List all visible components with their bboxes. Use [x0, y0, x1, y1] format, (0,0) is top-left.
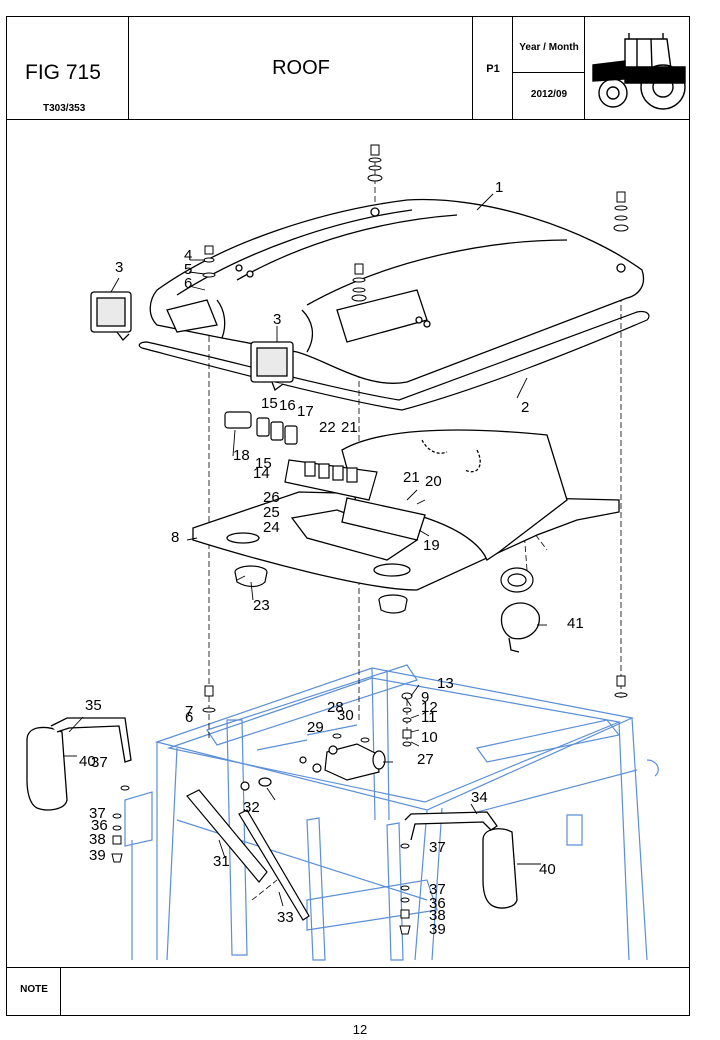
hardware-stacks: [111, 692, 413, 935]
tractor-icon: [592, 33, 686, 110]
callout-34: 34: [471, 789, 488, 806]
callout-4: 4: [184, 247, 192, 264]
fasteners: [202, 144, 629, 713]
callout-9: 9: [421, 689, 429, 706]
callout-11: 11: [421, 709, 437, 726]
callout-2: 2: [521, 399, 529, 416]
callout-15: 15: [255, 455, 272, 472]
callout-14: 14: [253, 465, 270, 482]
callout-30: 30: [337, 707, 354, 724]
callout-37: 37: [89, 805, 106, 822]
callout-29: 29: [307, 719, 324, 736]
note-label-cell: NOTE: [7, 968, 61, 1015]
callout-38: 38: [429, 907, 446, 924]
callout-32: 32: [243, 799, 260, 816]
callout-21: 21: [403, 469, 420, 486]
callout-1: 1: [495, 179, 503, 196]
callout-37: 37: [429, 839, 446, 856]
page-title: ROOF: [272, 57, 330, 79]
note-label: NOTE: [20, 984, 48, 995]
mirror-right: [404, 811, 518, 909]
fig-label: FIG 715: [25, 61, 101, 84]
callout-21: 21: [341, 419, 358, 436]
callout-37: 37: [429, 881, 446, 898]
callout-8: 8: [171, 529, 179, 546]
callout-37: 37: [91, 754, 108, 771]
cab-frame: [124, 664, 659, 961]
callout-28: 28: [327, 699, 344, 716]
callout-38: 38: [89, 831, 106, 848]
callout-6: 6: [185, 709, 193, 726]
callout-13: 13: [437, 675, 454, 692]
callout-7: 7: [185, 703, 193, 720]
callout-10: 10: [421, 729, 438, 746]
callout-20: 20: [425, 473, 442, 490]
callout-6: 6: [184, 275, 192, 292]
callout-39: 39: [89, 847, 106, 864]
switch-panel: [224, 411, 378, 501]
work-lamp-right: [250, 341, 294, 392]
roof-seal: [138, 310, 650, 411]
callout-36: 36: [429, 895, 446, 912]
leader-lines: [63, 193, 547, 907]
inner-trim-panel: [192, 429, 620, 591]
callout-22: 22: [319, 419, 336, 436]
fig-cell: FIG 715 T303/353: [7, 17, 129, 119]
callout-3: 3: [115, 259, 123, 276]
callout-12: 12: [421, 699, 438, 716]
model-code: T303/353: [43, 103, 86, 114]
wiper-motor: [240, 743, 386, 791]
tractor-cell: [585, 17, 689, 119]
callout-15: 15: [261, 395, 278, 412]
page-number: 12: [352, 1022, 368, 1037]
date-label: Year / Month: [519, 42, 579, 53]
callout-26: 26: [263, 489, 280, 506]
title-cell: ROOF: [129, 17, 473, 119]
work-lamp-left: [90, 291, 132, 341]
callout-25: 25: [263, 504, 280, 521]
callout-18: 18: [233, 447, 250, 464]
page-code-cell: P1: [473, 17, 513, 119]
grommets: [234, 565, 534, 614]
callout-40: 40: [539, 861, 556, 878]
callout-24: 24: [263, 519, 280, 536]
callout-35: 35: [85, 697, 102, 714]
callout-27: 27: [417, 751, 434, 768]
callout-23: 23: [253, 597, 270, 614]
dome-light: [500, 602, 540, 653]
callout-33: 33: [277, 909, 294, 926]
exploded-diagram: 1233456678910111213141515161718192021212…: [26, 144, 659, 961]
callout-36: 36: [91, 817, 108, 834]
roof-shell: [149, 198, 645, 384]
callout-17: 17: [297, 403, 314, 420]
callout-39: 39: [429, 921, 446, 938]
callout-19: 19: [423, 537, 440, 554]
page-code: P1: [486, 63, 500, 75]
note-block: NOTE: [6, 968, 690, 1016]
wiper-arm: [186, 789, 310, 921]
callout-5: 5: [184, 261, 192, 278]
callout-3: 3: [273, 311, 281, 328]
date-cell: Year / Month 2012/09: [513, 17, 585, 119]
callout-31: 31: [213, 853, 230, 870]
date-value: 2012/09: [530, 89, 568, 100]
mirror-left: [26, 717, 132, 811]
callout-41: 41: [567, 615, 584, 632]
header-block: FIG 715 T303/353 ROOF P1 Year / Month 20…: [6, 16, 690, 120]
callout-16: 16: [279, 397, 296, 414]
callout-40: 40: [79, 753, 96, 770]
